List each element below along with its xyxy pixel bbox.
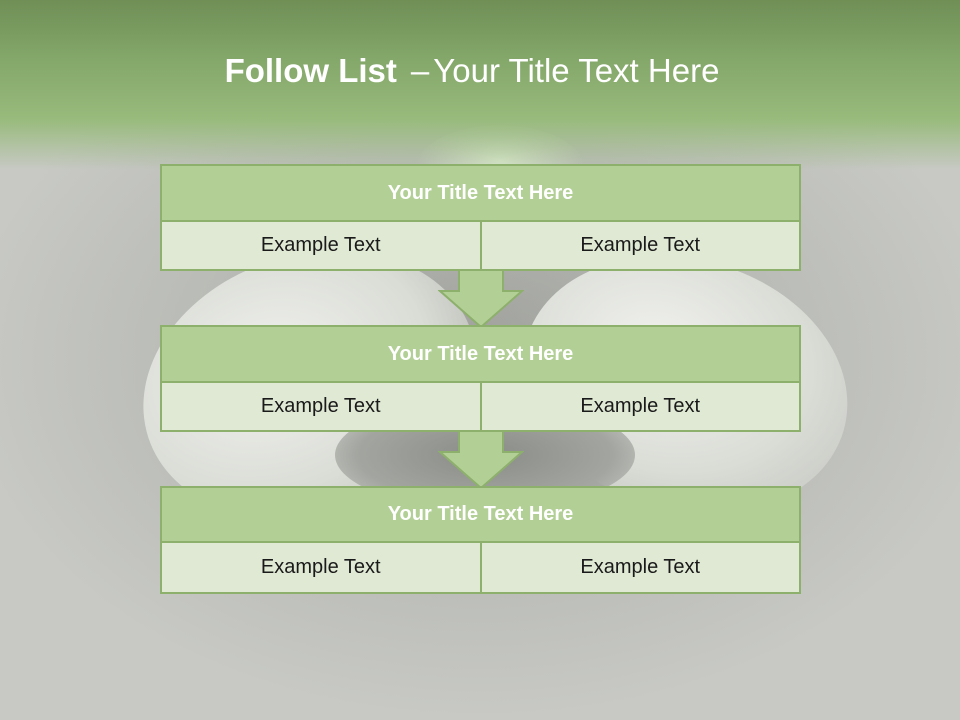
block-cell-left: Example Text [162, 383, 480, 430]
list-block-3: Your Title Text Here Example Text Exampl… [160, 486, 801, 594]
block-row: Example Text Example Text [162, 383, 799, 430]
header-band [0, 0, 960, 170]
list-block-1: Your Title Text Here Example Text Exampl… [160, 164, 801, 271]
block-row: Example Text Example Text [162, 222, 799, 269]
block-row: Example Text Example Text [162, 543, 799, 592]
list-block-2: Your Title Text Here Example Text Exampl… [160, 325, 801, 432]
slide-title-bold: Follow List [224, 52, 397, 89]
block-title: Your Title Text Here [162, 488, 799, 543]
block-cell-right: Example Text [479, 222, 799, 269]
block-title: Your Title Text Here [162, 327, 799, 383]
block-cell-left: Example Text [162, 222, 480, 269]
slide-title-dash: – [410, 52, 430, 89]
slide-title: Follow List–Your Title Text Here [0, 52, 944, 90]
block-cell-right: Example Text [479, 383, 799, 430]
block-cell-right: Example Text [479, 543, 799, 592]
block-cell-left: Example Text [162, 543, 480, 592]
block-title: Your Title Text Here [162, 166, 799, 222]
slide-title-rest: Your Title Text Here [433, 52, 720, 89]
down-arrow-icon [438, 430, 524, 490]
down-arrow-icon [438, 269, 524, 329]
